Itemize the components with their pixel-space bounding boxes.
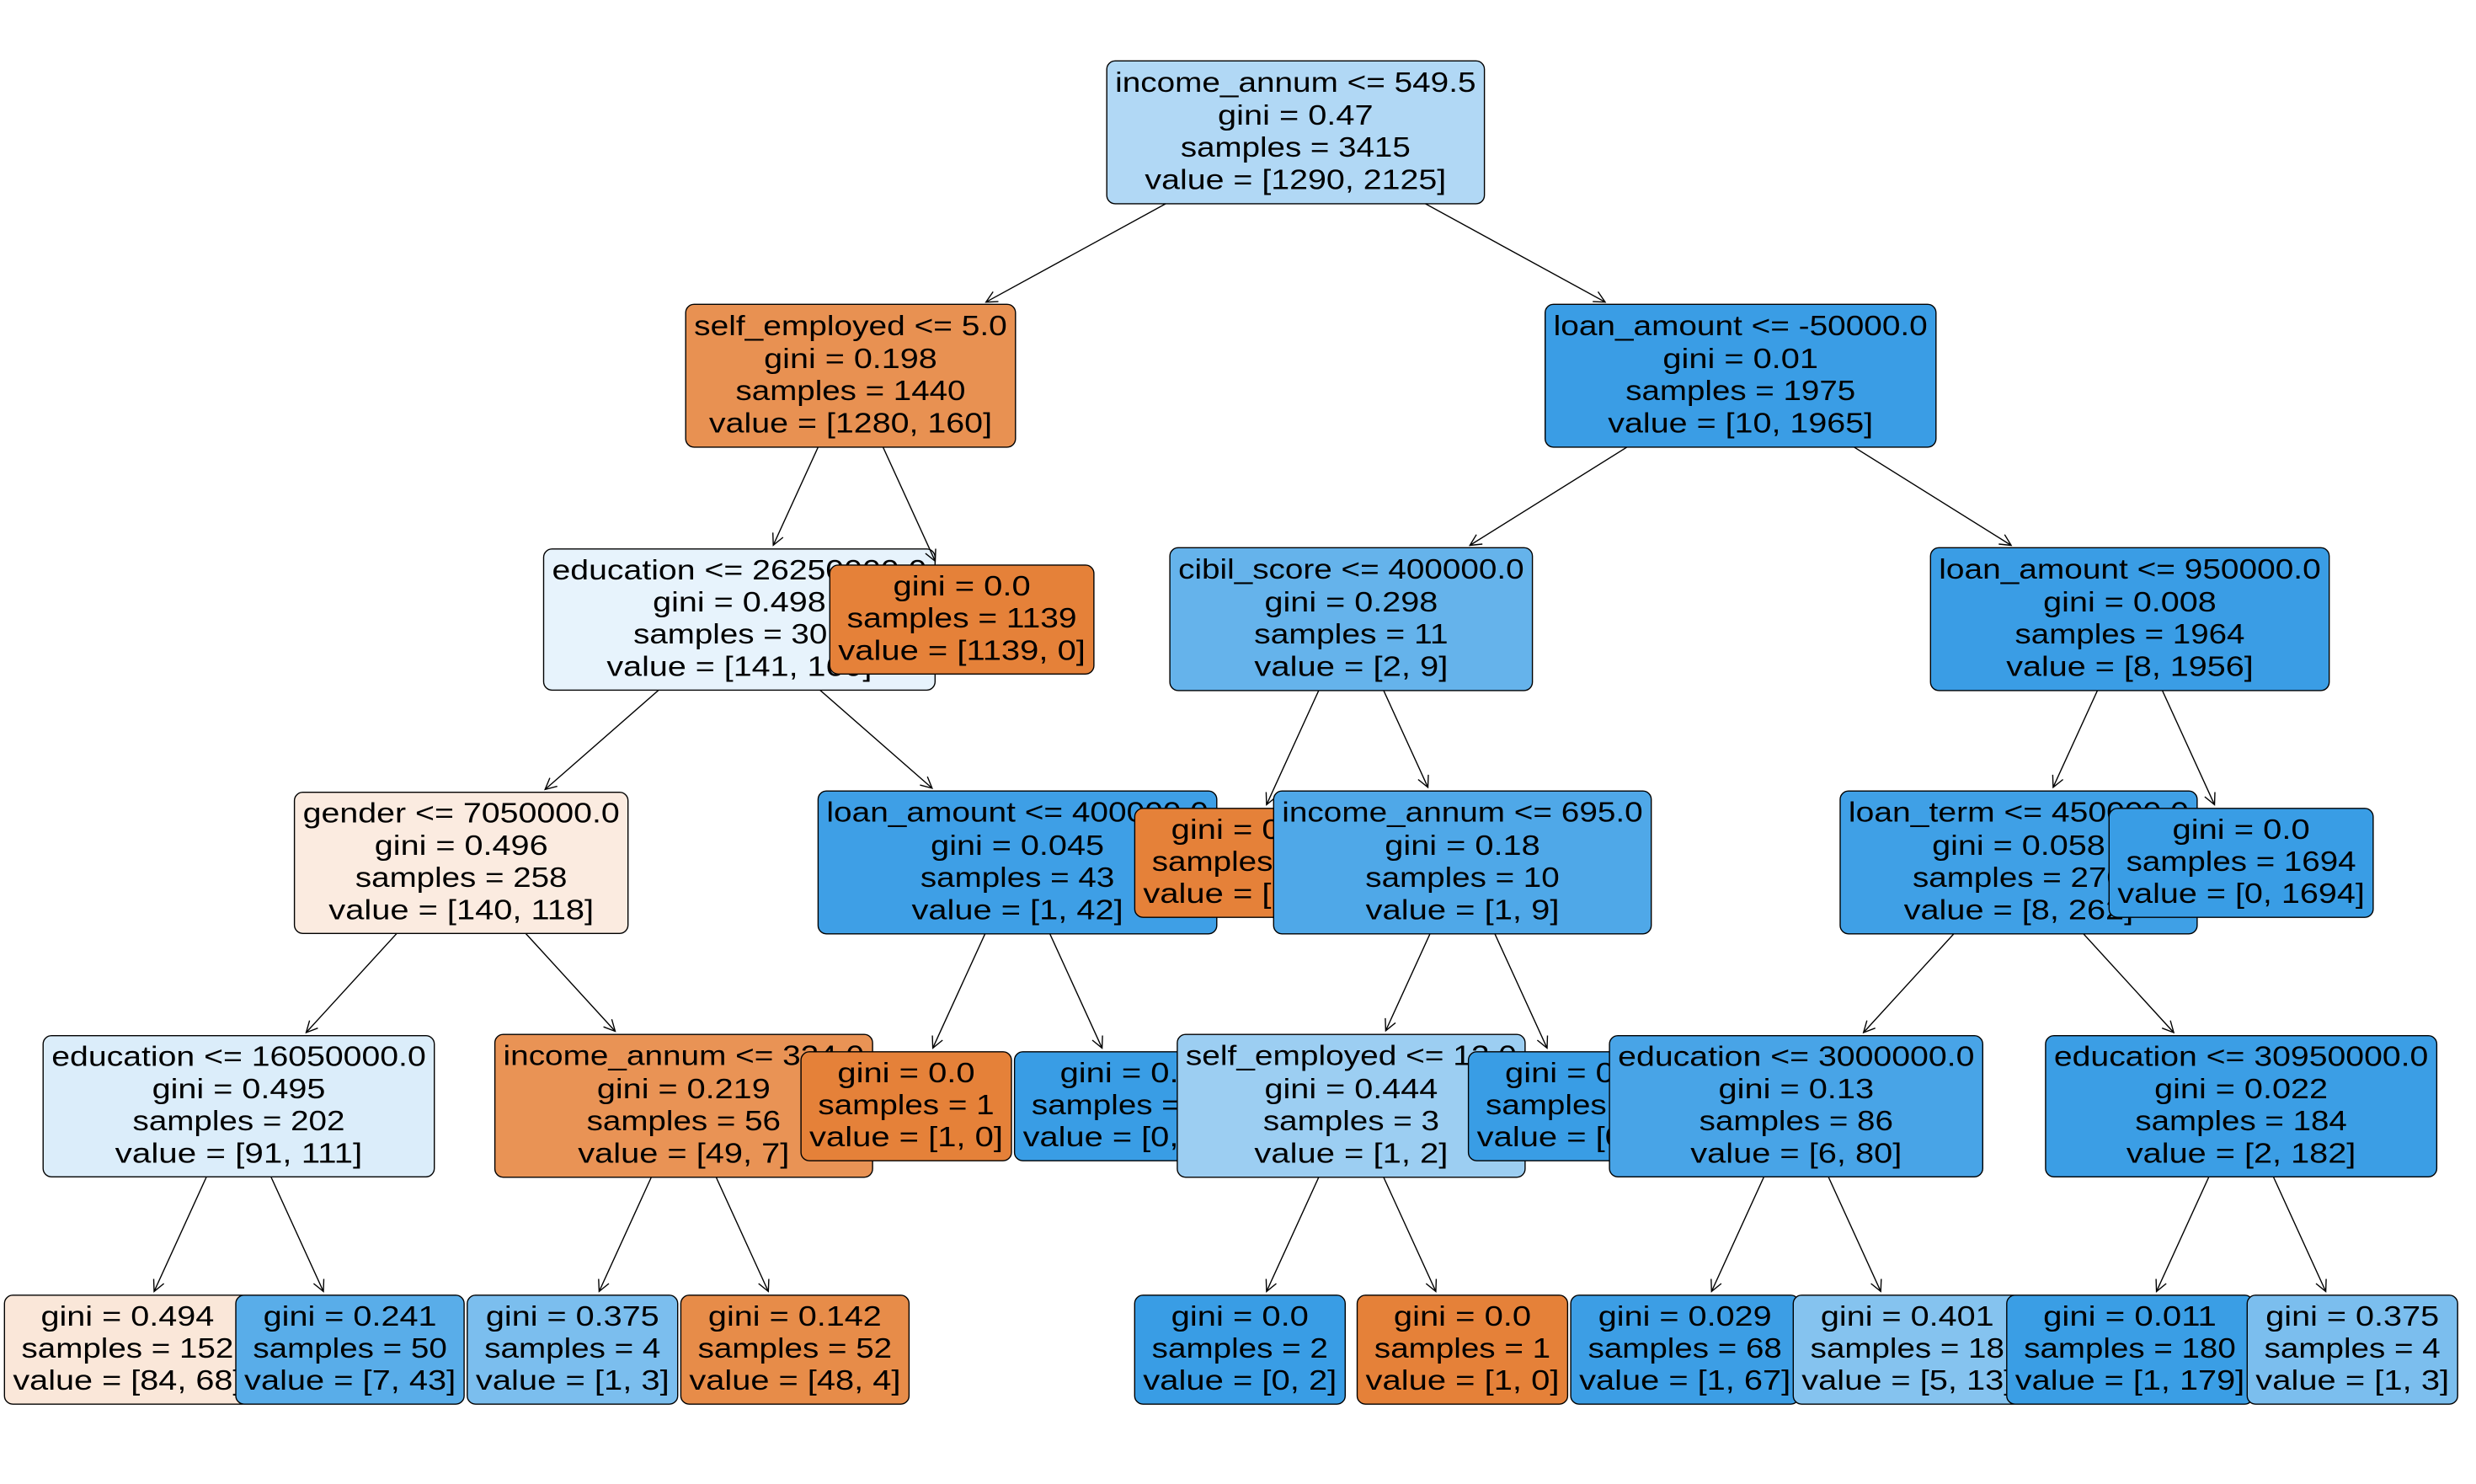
svg-text:value = [1, 2]: value = [1, 2] <box>1254 1138 1448 1169</box>
svg-text:gini = 0.219: gini = 0.219 <box>597 1074 771 1105</box>
svg-text:gini = 0.058: gini = 0.058 <box>1932 830 2105 862</box>
svg-text:gini = 0.494: gini = 0.494 <box>40 1301 214 1332</box>
svg-text:samples = 1: samples = 1 <box>818 1090 994 1121</box>
svg-text:samples = 3415: samples = 3415 <box>1181 132 1411 163</box>
svg-text:loan_amount <= 950000.0: loan_amount <= 950000.0 <box>1939 554 2320 585</box>
svg-text:samples = 4: samples = 4 <box>2265 1333 2441 1364</box>
svg-text:samples = 301: samples = 301 <box>633 619 846 650</box>
svg-text:self_employed <= 12.0: self_employed <= 12.0 <box>1186 1041 1517 1072</box>
svg-text:gini = 0.375: gini = 0.375 <box>2265 1301 2439 1332</box>
svg-text:gini = 0.198: gini = 0.198 <box>764 344 937 375</box>
svg-text:income_annum <= 549.5: income_annum <= 549.5 <box>1115 67 1475 99</box>
svg-text:gini = 0.0: gini = 0.0 <box>2173 814 2310 846</box>
svg-text:samples = 270: samples = 270 <box>1913 862 2125 894</box>
svg-text:value = [84, 68]: value = [84, 68] <box>13 1365 242 1396</box>
svg-text:gini = 0.011: gini = 0.011 <box>2043 1301 2217 1332</box>
svg-text:samples = 50: samples = 50 <box>253 1333 446 1364</box>
svg-text:value = [1, 179]: value = [1, 179] <box>2015 1365 2244 1396</box>
svg-text:value = [8, 1956]: value = [8, 1956] <box>2006 651 2254 682</box>
svg-text:samples = 56: samples = 56 <box>587 1106 781 1137</box>
svg-text:samples = 86: samples = 86 <box>1700 1106 1893 1137</box>
svg-text:gini = 0.13: gini = 0.13 <box>1719 1074 1875 1105</box>
svg-text:gini = 0.008: gini = 0.008 <box>2043 587 2217 618</box>
svg-text:self_employed <= 5.0: self_employed <= 5.0 <box>694 311 1007 342</box>
svg-text:value = [1, 9]: value = [1, 9] <box>1366 894 1560 926</box>
svg-text:gini = 0.401: gini = 0.401 <box>1821 1301 1994 1332</box>
svg-text:value = [140, 118]: value = [140, 118] <box>328 894 594 926</box>
svg-text:gini = 0.241: gini = 0.241 <box>264 1301 437 1332</box>
svg-text:gini = 0.0: gini = 0.0 <box>1171 1301 1309 1332</box>
svg-text:samples = 152: samples = 152 <box>22 1333 234 1364</box>
svg-text:samples = 4: samples = 4 <box>484 1333 660 1364</box>
svg-text:value = [49, 7]: value = [49, 7] <box>578 1138 789 1169</box>
svg-text:samples = 184: samples = 184 <box>2135 1106 2347 1137</box>
svg-text:education <= 16050000.0: education <= 16050000.0 <box>51 1042 426 1073</box>
svg-text:samples = 1139: samples = 1139 <box>847 603 1077 634</box>
svg-text:value = [2, 9]: value = [2, 9] <box>1254 651 1448 682</box>
svg-text:samples = 202: samples = 202 <box>133 1106 345 1137</box>
svg-text:gini = 0.298: gini = 0.298 <box>1265 587 1438 618</box>
svg-text:value = [8, 262]: value = [8, 262] <box>1904 894 2134 926</box>
svg-text:gini = 0.375: gini = 0.375 <box>486 1301 659 1332</box>
svg-text:gini = 0.495: gini = 0.495 <box>152 1074 326 1105</box>
svg-text:samples = 2: samples = 2 <box>1152 1333 1328 1364</box>
svg-text:samples = 68: samples = 68 <box>1588 1333 1782 1364</box>
svg-text:gini = 0.47: gini = 0.47 <box>1218 100 1374 131</box>
svg-text:gini = 0.0: gini = 0.0 <box>1394 1301 1531 1332</box>
svg-text:value = [1, 0]: value = [1, 0] <box>809 1122 1003 1153</box>
svg-text:value = [10, 1965]: value = [10, 1965] <box>1608 408 1873 439</box>
svg-text:samples = 1964: samples = 1964 <box>2015 619 2245 650</box>
svg-text:income_annum <= 695.0: income_annum <= 695.0 <box>1282 798 1642 829</box>
svg-text:gini = 0.18: gini = 0.18 <box>1385 830 1539 862</box>
svg-text:value = [1280, 160]: value = [1280, 160] <box>709 408 992 439</box>
svg-text:gini = 0.498: gini = 0.498 <box>653 587 826 618</box>
svg-text:gini = 0.0: gini = 0.0 <box>837 1058 974 1089</box>
svg-text:value = [1, 0]: value = [1, 0] <box>1366 1365 1560 1396</box>
svg-text:value = [7, 43]: value = [7, 43] <box>244 1365 456 1396</box>
svg-text:samples = 180: samples = 180 <box>2024 1333 2236 1364</box>
svg-text:samples = 18: samples = 18 <box>1811 1333 2004 1364</box>
svg-text:value = [0, 1694]: value = [0, 1694] <box>2117 878 2365 910</box>
svg-text:gender <= 7050000.0: gender <= 7050000.0 <box>303 798 620 830</box>
svg-text:gini = 0.0: gini = 0.0 <box>1060 1058 1198 1089</box>
svg-text:value = [1, 67]: value = [1, 67] <box>1579 1365 1790 1396</box>
svg-text:samples = 10: samples = 10 <box>1365 862 1559 894</box>
svg-text:value = [0, 2]: value = [0, 2] <box>1143 1365 1337 1396</box>
svg-text:gini = 0.444: gini = 0.444 <box>1265 1074 1438 1105</box>
svg-text:samples = 1440: samples = 1440 <box>736 376 966 407</box>
svg-text:gini = 0.0: gini = 0.0 <box>894 571 1031 602</box>
svg-text:samples = 258: samples = 258 <box>355 862 568 894</box>
svg-text:value = [1, 42]: value = [1, 42] <box>912 894 1123 926</box>
svg-text:value = [1, 3]: value = [1, 3] <box>2255 1365 2449 1396</box>
svg-text:samples = 43: samples = 43 <box>920 862 1114 894</box>
svg-text:gini = 0.496: gini = 0.496 <box>375 830 548 862</box>
svg-text:value = [1139, 0]: value = [1139, 0] <box>838 635 1086 666</box>
svg-text:value = [48, 4]: value = [48, 4] <box>689 1365 900 1396</box>
svg-text:samples = 3: samples = 3 <box>1263 1106 1439 1137</box>
svg-text:samples = 1975: samples = 1975 <box>1625 376 1855 407</box>
svg-text:value = [141, 160]: value = [141, 160] <box>606 651 872 682</box>
svg-text:value = [91, 111]: value = [91, 111] <box>115 1138 363 1169</box>
svg-text:samples = 1: samples = 1 <box>1374 1333 1550 1364</box>
svg-text:value = [1, 3]: value = [1, 3] <box>476 1365 670 1396</box>
svg-text:value = [2, 182]: value = [2, 182] <box>2126 1138 2356 1169</box>
svg-text:cibil_score <= 400000.0: cibil_score <= 400000.0 <box>1178 554 1524 585</box>
svg-text:gini = 0.022: gini = 0.022 <box>2154 1074 2328 1105</box>
svg-text:loan_amount <= -50000.0: loan_amount <= -50000.0 <box>1554 311 1928 342</box>
svg-text:education <= 3000000.0: education <= 3000000.0 <box>1618 1042 1974 1073</box>
svg-text:value = [1290, 2125]: value = [1290, 2125] <box>1145 164 1446 195</box>
svg-text:gini = 0.142: gini = 0.142 <box>708 1301 882 1332</box>
svg-text:samples = 11: samples = 11 <box>1254 619 1448 650</box>
svg-text:samples = 1694: samples = 1694 <box>2126 846 2356 878</box>
svg-text:value = [5, 13]: value = [5, 13] <box>1801 1365 2013 1396</box>
svg-text:gini = 0.01: gini = 0.01 <box>1662 344 1818 375</box>
svg-text:education <= 30950000.0: education <= 30950000.0 <box>2054 1042 2429 1073</box>
svg-text:value = [6, 80]: value = [6, 80] <box>1690 1138 1902 1169</box>
svg-text:samples = 52: samples = 52 <box>698 1333 893 1364</box>
svg-text:gini = 0.029: gini = 0.029 <box>1598 1301 1772 1332</box>
svg-text:gini = 0.045: gini = 0.045 <box>931 830 1104 862</box>
